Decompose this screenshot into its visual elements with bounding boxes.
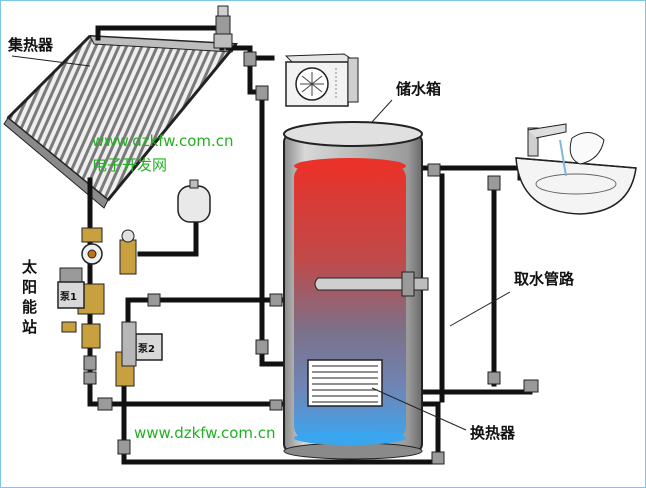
expansion-tank xyxy=(177,179,211,223)
label-collector: 集热器 xyxy=(8,36,54,54)
watermark-url-top: www.dzkfw.com.cn xyxy=(92,132,234,150)
label-draw-pipe: 取水管路 xyxy=(514,270,575,288)
pump-2 xyxy=(121,321,163,367)
label-storage-tank: 储水箱 xyxy=(396,80,442,98)
watermark-name-top: 电子开发网 xyxy=(92,156,168,174)
heat-exchanger-coil xyxy=(307,359,383,407)
label-station-1: 太 xyxy=(22,258,38,276)
label-station-4: 站 xyxy=(22,318,38,336)
label-station-3: 能 xyxy=(22,298,38,316)
solar-collector xyxy=(3,34,239,209)
wash-basin xyxy=(515,123,637,215)
watermark-url-bottom: www.dzkfw.com.cn xyxy=(134,424,276,442)
outdoor-heat-pump-unit xyxy=(284,53,359,107)
pump-1 xyxy=(57,281,85,309)
air-vent-valve xyxy=(213,5,233,49)
leader-lines xyxy=(11,55,511,431)
label-station-2: 阳 xyxy=(22,278,38,296)
electric-heater xyxy=(314,271,429,297)
label-pump-2: 泵2 xyxy=(138,344,155,355)
pipe-fittings xyxy=(83,15,539,465)
label-pump-1: 泵1 xyxy=(60,292,77,303)
label-heat-exchanger: 换热器 xyxy=(470,424,516,442)
